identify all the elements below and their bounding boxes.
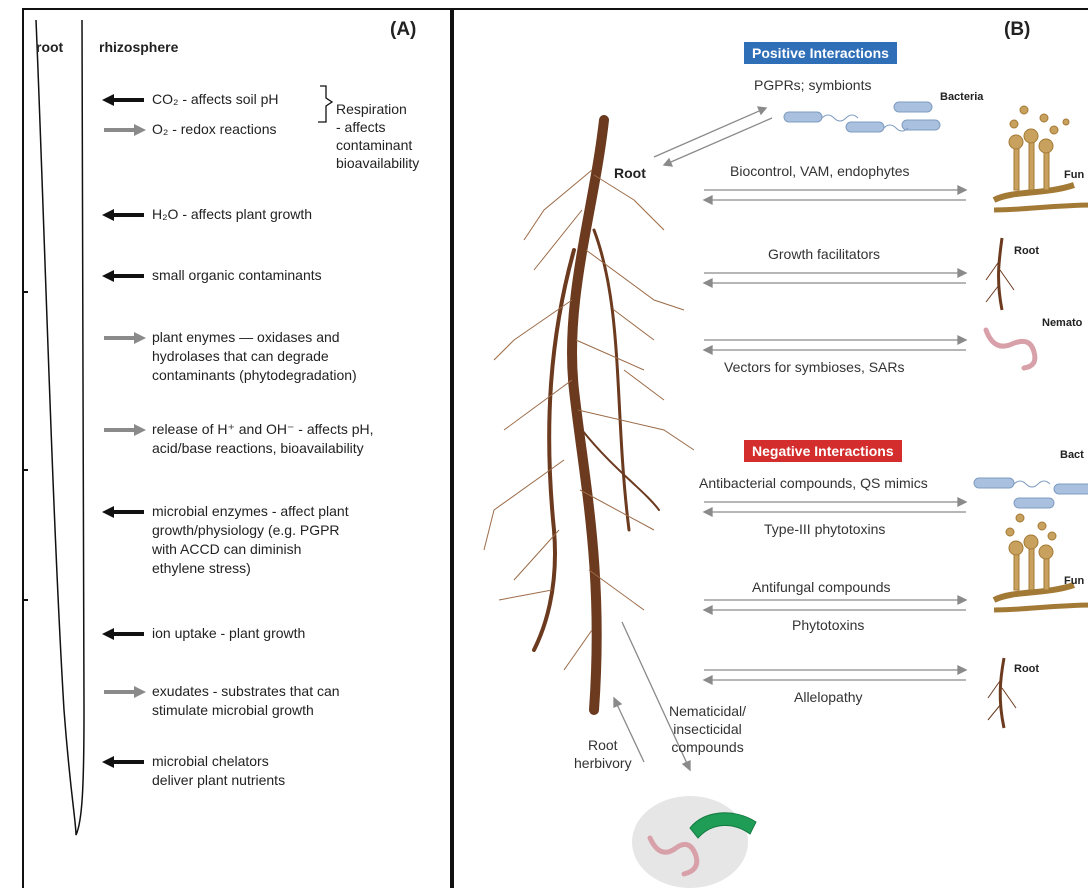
nematicidal-line: compounds [669, 738, 746, 756]
antifungal-label: Antifungal compounds [752, 578, 891, 597]
vectors-label: Vectors for symbioses, SARs [724, 358, 905, 377]
antibacterial-label: Antibacterial compounds, QS mimics [699, 474, 928, 493]
nematode-1-label: Nemato [1042, 314, 1082, 333]
root-2-label: Root [1014, 660, 1039, 679]
nematicidal-line: insecticidal [669, 720, 746, 738]
panel-a: root rhizosphere (A) CO₂ - affects soil … [22, 8, 452, 888]
herbivory-line: herbivory [574, 754, 632, 772]
root-1-label: Root [1014, 242, 1039, 261]
main-root-drawing [454, 10, 1088, 890]
growth-facilitators-label: Growth facilitators [768, 245, 880, 264]
respiration-line: bioavailability [336, 154, 419, 172]
panel-b: (B) Positive Interactions Negative Inter… [452, 8, 1088, 888]
respiration-line: - affects [336, 118, 419, 136]
fungi-1-label: Fun [1064, 166, 1084, 185]
fungi-2-drawing [994, 514, 1088, 610]
biocontrol-label: Biocontrol, VAM, endophytes [730, 162, 910, 181]
phytotoxins-label: Phytotoxins [792, 616, 864, 635]
small-root-2-drawing [988, 658, 1016, 728]
bacteria-2-drawing [974, 478, 1088, 508]
herbivore-drawing [632, 796, 756, 888]
herbivory-line: Root [574, 736, 632, 754]
nematode-1-drawing [986, 330, 1035, 368]
bacteria-2-label: Bact [1060, 446, 1084, 465]
fungi-2-label: Fun [1064, 572, 1084, 591]
respiration-line: Respiration [336, 100, 419, 118]
nematicidal-line: Nematicidal/ [669, 702, 746, 720]
respiration-line: contaminant [336, 136, 419, 154]
small-root-1-drawing [986, 238, 1014, 310]
bacteria-1-drawing [784, 102, 940, 132]
fungi-1-drawing [994, 106, 1088, 210]
main-root-label: Root [614, 164, 646, 183]
allelopathy-label: Allelopathy [794, 688, 863, 707]
type3-label: Type-III phytotoxins [764, 520, 885, 539]
bacteria-1-label: Bacteria [940, 88, 983, 107]
pgprs-label: PGPRs; symbionts [754, 76, 871, 95]
